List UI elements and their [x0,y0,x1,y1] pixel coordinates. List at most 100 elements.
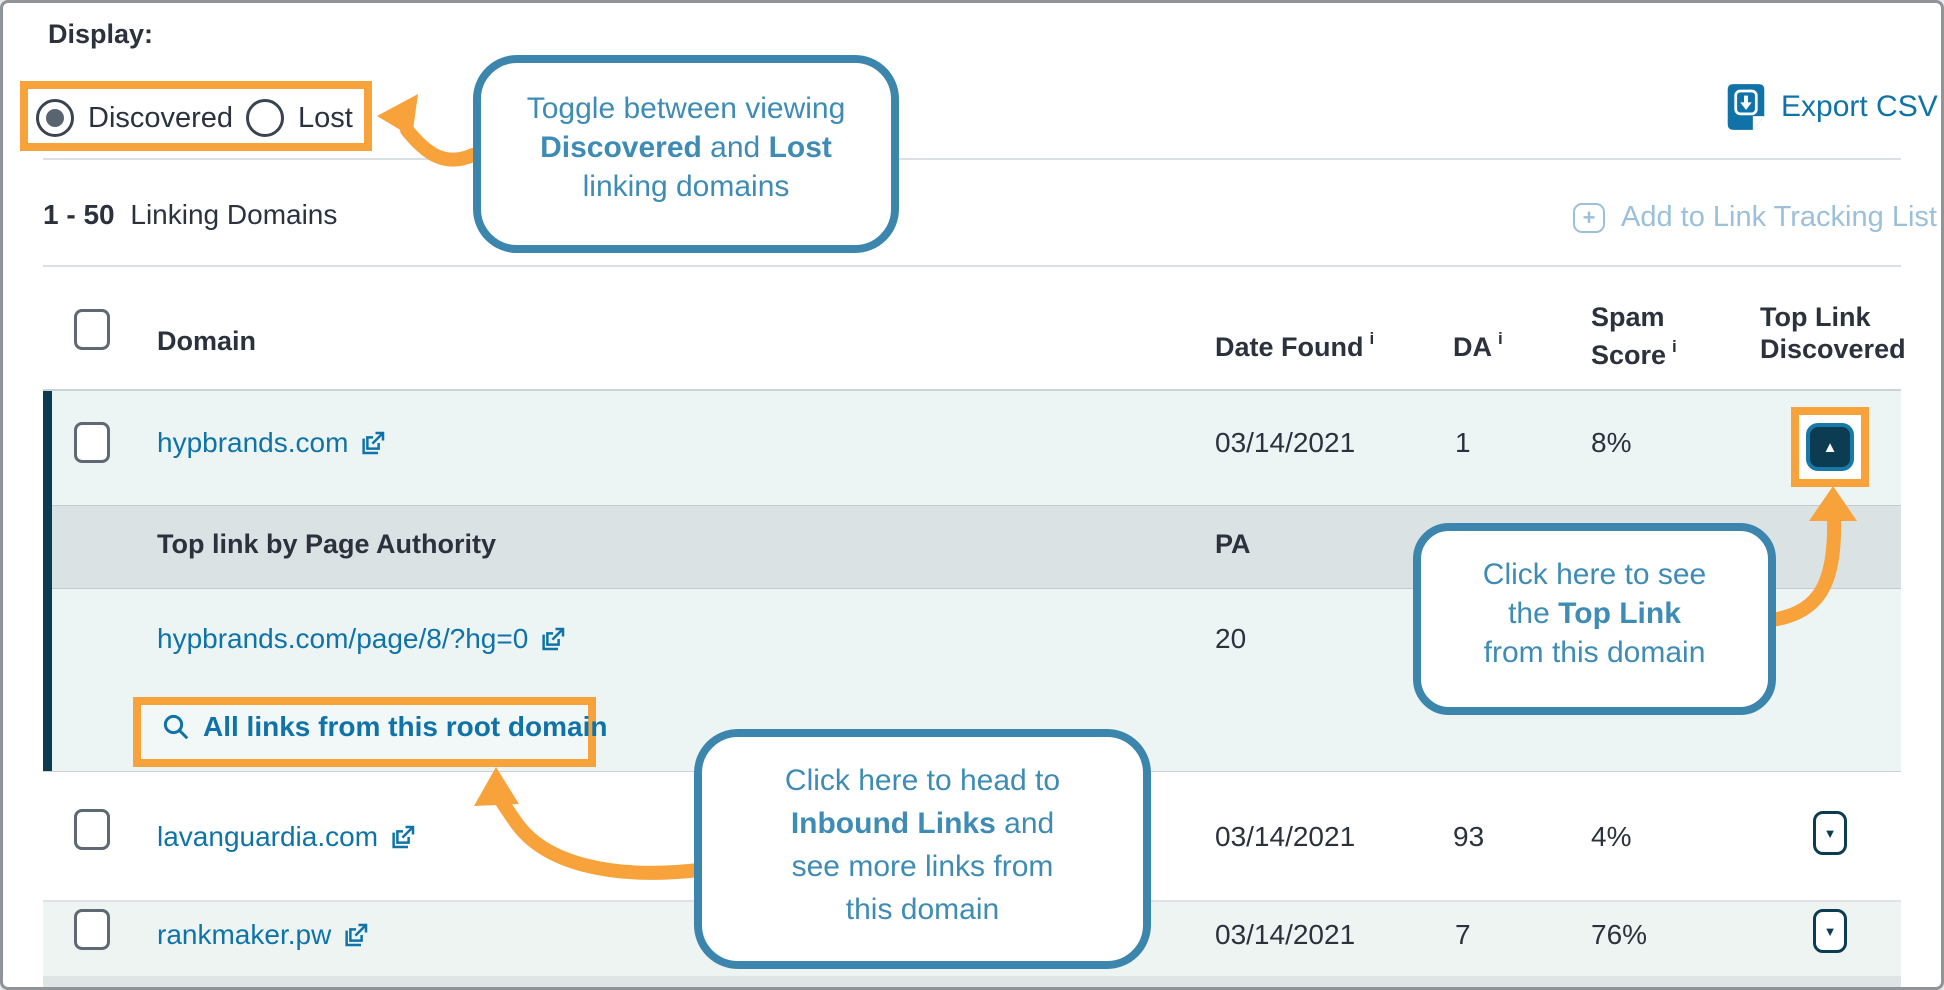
radio-discovered[interactable]: Discovered [36,99,233,137]
add-to-link-tracking-list-button[interactable]: + Add to Link Tracking List [1573,201,1937,234]
plus-icon: + [1573,202,1605,233]
callout-line: Click here to head to [784,764,1061,797]
column-header-date-found[interactable]: Date Found i [1215,325,1374,363]
divider-top [43,158,1901,160]
expanded-row-accent-bar [43,391,52,771]
callout-bold: Discovered [540,131,702,164]
column-header-domain[interactable]: Domain [157,326,257,356]
select-all-checkbox[interactable] [74,309,110,350]
callout-bold: Top Link [1558,597,1681,630]
top-link-subheader-label: Top link by Page Authority [157,529,497,559]
result-count: 1 - 50 Linking Domains [43,199,337,231]
callout-line: from this domain [1483,636,1706,669]
all-links-from-root-domain-link[interactable]: All links from this root domain [161,711,607,743]
callout-top-link: Click here to see the Top Link from this… [1413,523,1776,715]
callout-inbound-links: Click here to head to Inbound Links and … [694,729,1151,969]
header-bottom-border [43,389,1901,391]
cell-date-found: 03/14/2021 [1215,427,1356,458]
pa-column-label: PA [1215,529,1251,559]
row-checkbox[interactable] [74,909,110,950]
collapse-top-link-button[interactable]: ▲ [1806,423,1854,471]
domain-link-lavanguardia[interactable]: lavanguardia.com [157,821,418,853]
info-icon[interactable]: i [1369,329,1375,348]
callout-line: linking domains [582,170,790,203]
info-icon[interactable]: i [1672,337,1677,356]
radio-discovered-label: Discovered [88,101,234,134]
external-link-icon[interactable] [358,428,388,458]
export-csv-label: Export CSV [1781,90,1938,123]
cell-spam-score: 4% [1591,821,1632,852]
callout-text: and [701,131,769,164]
callout-line: this domain [845,893,1000,926]
column-header-top-link-line2: Discovered [1760,334,1906,364]
domain-link-label: rankmaker.pw [157,919,332,950]
row-checkbox[interactable] [74,422,110,463]
display-label: Display: [48,19,154,49]
caret-down-icon: ▼ [1823,923,1837,939]
callout-line: see more links from [791,850,1054,883]
column-header-spam-line2-label: Score [1591,340,1667,370]
row-checkbox[interactable] [74,809,110,850]
cell-spam-score: 8% [1591,427,1632,458]
export-csv-icon [1725,83,1767,131]
callout-line: Toggle between viewing [526,92,846,125]
cell-da: 7 [1455,919,1471,950]
callout-line: Discovered and Lost [481,128,891,167]
cell-da: 93 [1453,821,1485,852]
top-link-url[interactable]: hypbrands.com/page/8/?hg=0 [157,623,568,655]
result-count-range: 1 - 50 [43,199,115,230]
arrow-to-all-links [491,787,706,880]
callout-bold: Inbound Links [790,807,996,840]
column-header-top-link-line1: Top Link [1760,302,1871,332]
arrow-to-radios [400,123,480,167]
export-csv-button[interactable]: Export CSV [1725,83,1938,131]
radio-lost[interactable]: Lost [246,99,353,137]
callout-line: Inbound Links and [702,802,1143,845]
column-header-top-link-discovered[interactable]: Top Link Discovered [1760,301,1906,365]
caret-down-icon: ▼ [1823,825,1837,841]
divider-under-count [43,265,1901,267]
domain-link-label: hypbrands.com [157,427,349,458]
info-icon[interactable]: i [1498,329,1503,348]
column-header-da[interactable]: DA i [1453,325,1503,363]
top-link-toggle-highlight-box [1791,407,1869,487]
arrowhead-to-radios [377,94,418,137]
external-link-icon[interactable] [388,822,418,852]
arrowhead-to-all-links [474,767,519,806]
cell-da: 1 [1455,427,1471,458]
expand-top-link-button[interactable]: ▼ [1813,909,1847,953]
callout-text: the [1508,597,1559,630]
column-header-da-label: DA [1453,332,1492,362]
external-link-icon[interactable] [538,624,568,654]
top-link-url-label: hypbrands.com/page/8/?hg=0 [157,623,529,654]
search-icon [161,712,191,742]
external-link-icon[interactable] [341,920,371,950]
cell-date-found: 03/14/2021 [1215,821,1356,852]
callout-text: and [995,807,1055,840]
result-count-label: Linking Domains [130,199,338,230]
column-header-date-found-label: Date Found [1215,332,1364,362]
cell-pa-value: 20 [1215,623,1247,654]
cell-spam-score: 76% [1591,919,1648,950]
radio-lost-label: Lost [298,101,353,134]
add-to-link-tracking-list-label: Add to Link Tracking List [1621,201,1937,233]
radio-lost-icon[interactable] [246,99,284,137]
bottom-strip [43,976,1901,987]
expand-top-link-button[interactable]: ▼ [1813,811,1847,855]
cell-date-found: 03/14/2021 [1215,919,1356,950]
callout-line: the Top Link [1421,594,1768,633]
domain-link-hypbrands[interactable]: hypbrands.com [157,427,388,459]
radio-discovered-icon[interactable] [36,99,74,137]
column-header-spam-line1: Spam [1591,302,1665,332]
display-radio-highlight-box [20,81,372,151]
all-links-highlight-box [133,697,596,767]
callout-line: Click here to see [1482,558,1707,591]
domain-link-rankmaker[interactable]: rankmaker.pw [157,919,371,951]
callout-toggle-display: Toggle between viewing Discovered and Lo… [473,55,899,253]
all-links-from-root-domain-label: All links from this root domain [203,711,608,742]
caret-up-icon: ▲ [1822,438,1838,456]
callout-bold: Lost [768,131,832,164]
